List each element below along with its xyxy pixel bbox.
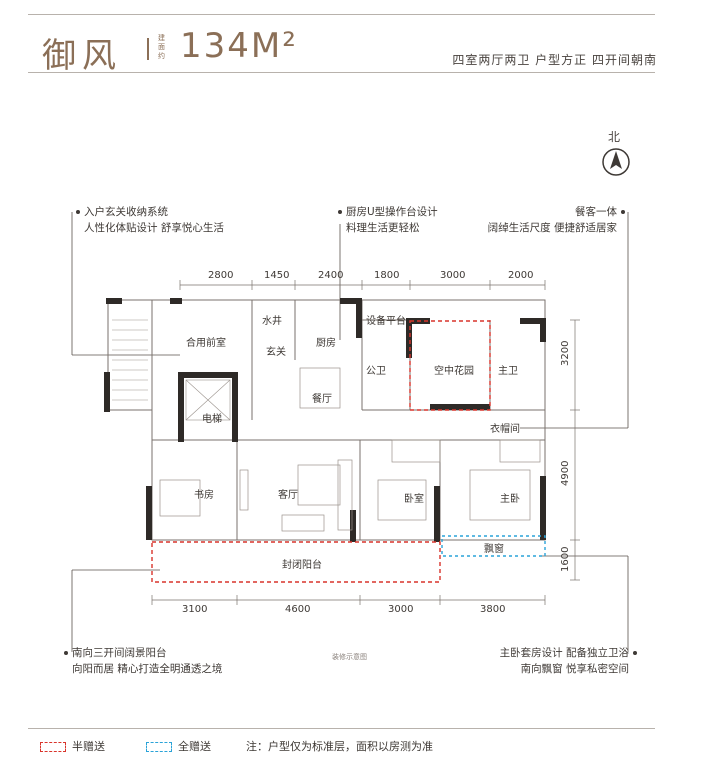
- area-value: 134M²: [180, 26, 298, 66]
- room-water-well: 水井: [262, 316, 282, 327]
- room-bay-window: 飘窗: [484, 544, 504, 555]
- dim-right-2: 4900: [560, 460, 571, 486]
- annotation-foyer-storage: 入户玄关收纳系统 人性化体贴设计 舒享悦心生活: [76, 204, 224, 236]
- dim-top-5: 3000: [440, 270, 466, 281]
- room-foyer: 玄关: [266, 347, 286, 358]
- north-arrow-icon: [602, 148, 630, 176]
- footnote: 注：户型仅为标准层，面积以房测为准: [246, 740, 433, 753]
- legend-full-gift: 全赠送: [146, 738, 211, 754]
- footer-rule: [28, 728, 655, 729]
- full-gift-swatch: [146, 742, 172, 752]
- dim-bottom-3: 3000: [388, 604, 414, 615]
- dim-top-3: 2400: [318, 270, 344, 281]
- dim-right-1: 3200: [560, 340, 571, 366]
- dim-top-1: 2800: [208, 270, 234, 281]
- room-sky-garden: 空中花园: [434, 366, 474, 377]
- legend-half-gift: 半赠送: [40, 738, 105, 754]
- annotation-balcony: 南向三开间阔景阳台 向阳而居 精心打造全明通透之境: [64, 645, 222, 677]
- room-master-bath: 主卫: [498, 366, 518, 377]
- dim-bottom-2: 4600: [285, 604, 311, 615]
- annotation-kitchen: 厨房U型操作台设计 料理生活更轻松: [338, 204, 438, 236]
- room-cloakroom: 衣帽间: [490, 424, 520, 435]
- north-label: 北: [608, 130, 621, 144]
- dim-top-4: 1800: [374, 270, 400, 281]
- area-label: 建面约: [158, 34, 165, 60]
- header-bottom-rule: [28, 72, 655, 73]
- title-separator: [147, 38, 149, 60]
- room-dining: 餐厅: [312, 394, 332, 405]
- annotation-dining-living: 餐客一体 阔绰生活尺度 便捷舒适居家: [488, 204, 625, 236]
- room-elevator: 电梯: [202, 414, 222, 425]
- half-gift-swatch: [40, 742, 66, 752]
- room-enclosed-balcony: 封闭阳台: [282, 560, 322, 571]
- room-kitchen: 厨房: [316, 338, 336, 349]
- header-top-rule: [28, 14, 655, 15]
- features-text: 四室两厅两卫 户型方正 四开间朝南: [452, 53, 657, 67]
- dim-right-3: 1600: [560, 546, 571, 572]
- room-living: 客厅: [278, 490, 298, 501]
- room-equipment-platform: 设备平台: [366, 316, 406, 327]
- plan-caption: 装修示意图: [332, 653, 367, 661]
- room-study: 书房: [194, 490, 214, 501]
- dim-top-2: 1450: [264, 270, 290, 281]
- annotation-master-suite: 主卧套房设计 配备独立卫浴 南向飘窗 悦享私密空间: [500, 645, 637, 677]
- dim-bottom-4: 3800: [480, 604, 506, 615]
- room-shared-front: 合用前室: [186, 338, 226, 349]
- dim-top-6: 2000: [508, 270, 534, 281]
- room-bedroom: 卧室: [404, 494, 424, 505]
- room-public-bath: 公卫: [366, 366, 386, 377]
- room-master-bedroom: 主卧: [500, 494, 520, 505]
- dim-bottom-1: 3100: [182, 604, 208, 615]
- plan-title: 御风: [42, 36, 122, 76]
